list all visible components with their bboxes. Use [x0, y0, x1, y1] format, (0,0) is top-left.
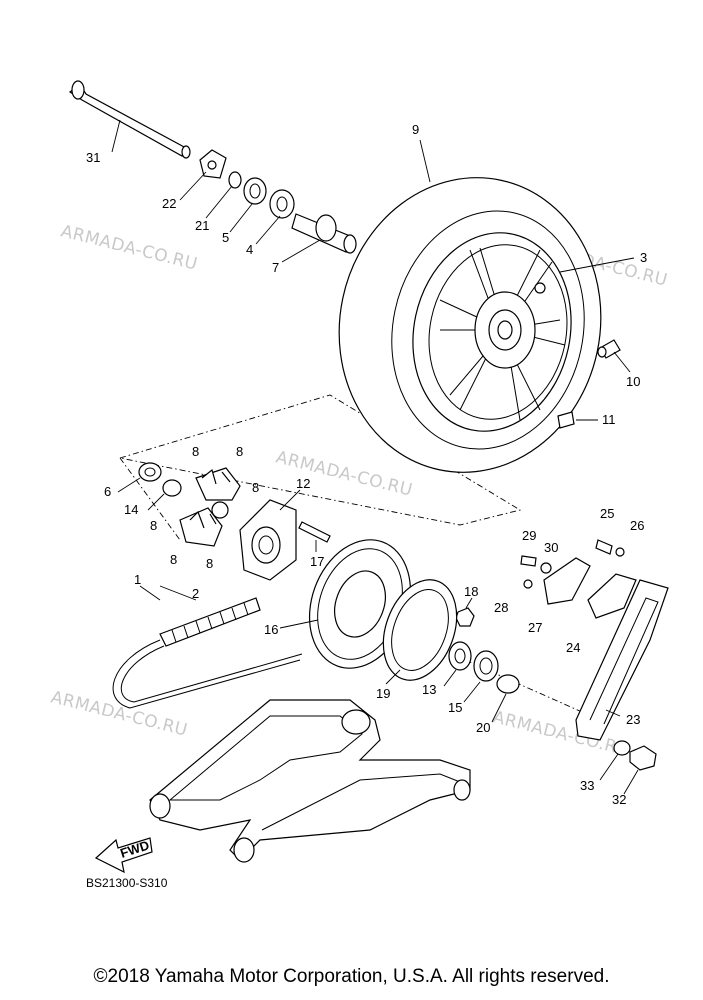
fwd-arrow: FWD [94, 837, 153, 874]
damper-line [119, 457, 181, 541]
collars-bearings [228, 171, 295, 219]
chain-guard [575, 579, 669, 741]
callout-20: 20 [476, 720, 490, 735]
callout-8: 8 [192, 444, 199, 459]
callout-7: 7 [272, 260, 279, 275]
callout-27: 27 [528, 620, 542, 635]
hub-bearings [138, 462, 182, 497]
callout-9: 9 [412, 122, 419, 137]
axle-bearings-collar [448, 641, 520, 694]
callout-24: 24 [566, 640, 580, 655]
callout-28: 28 [494, 600, 508, 615]
callout-8: 8 [236, 444, 243, 459]
balance-weight [557, 411, 575, 429]
bracket-fasteners [520, 539, 625, 589]
callout-8: 8 [252, 480, 259, 495]
callout-18: 18 [464, 584, 478, 599]
callout-29: 29 [522, 528, 536, 543]
swingarm [149, 699, 471, 863]
callout-15: 15 [448, 700, 462, 715]
diagram-code: BS21300-S310 [86, 876, 168, 890]
drive-chain [112, 597, 303, 709]
callout-6: 6 [104, 484, 111, 499]
sprocket-nut [455, 607, 475, 627]
callout-21: 21 [195, 218, 209, 233]
callout-11: 11 [602, 412, 616, 427]
callout-16: 16 [264, 622, 278, 637]
hub-dampers [179, 467, 241, 547]
hub-outline-line [119, 394, 522, 526]
callout-13: 13 [422, 682, 436, 697]
callout-33: 33 [580, 778, 594, 793]
callout-14: 14 [124, 502, 138, 517]
callout-5: 5 [222, 230, 229, 245]
callout-4: 4 [246, 242, 253, 257]
callout-25: 25 [600, 506, 614, 521]
caliper-brackets [543, 557, 637, 619]
callout-23: 23 [626, 712, 640, 727]
wheel-rim [412, 232, 572, 432]
callout-3: 3 [640, 250, 647, 265]
callout-8: 8 [150, 518, 157, 533]
reference-lines [119, 394, 601, 721]
sprocket-cover [382, 579, 458, 681]
axle-shaft [68, 80, 191, 159]
callout-10: 10 [626, 374, 640, 389]
sprocket-clutch-hub [239, 499, 297, 581]
callout-22: 22 [162, 196, 176, 211]
callout-8: 8 [170, 552, 177, 567]
stud-bolt [298, 521, 331, 543]
callout-26: 26 [630, 518, 644, 533]
callout-1: 1 [134, 572, 141, 587]
watermark: ARMADA-CO.RU [59, 221, 200, 274]
axle-washer-nut [613, 740, 657, 771]
axle-line [329, 599, 601, 721]
callout-32: 32 [612, 792, 626, 807]
callout-numbers: 31 22 21 5 4 7 9 3 10 11 6 14 8 8 8 8 8 … [86, 122, 647, 807]
leader-lines [111, 119, 639, 795]
callout-19: 19 [376, 686, 390, 701]
callout-31: 31 [86, 150, 100, 165]
axle-adjuster-block [199, 149, 227, 179]
copyright-notice: ©2018 Yamaha Motor Corporation, U.S.A. A… [93, 966, 610, 987]
callout-12: 12 [296, 476, 310, 491]
callout-30: 30 [544, 540, 558, 555]
tire-valve [597, 339, 621, 359]
callout-17: 17 [310, 554, 324, 569]
spacer-tube [291, 213, 357, 254]
callout-8: 8 [206, 556, 213, 571]
watermark: ARMADA-CO.RU [49, 687, 190, 740]
callout-2: 2 [192, 586, 199, 601]
